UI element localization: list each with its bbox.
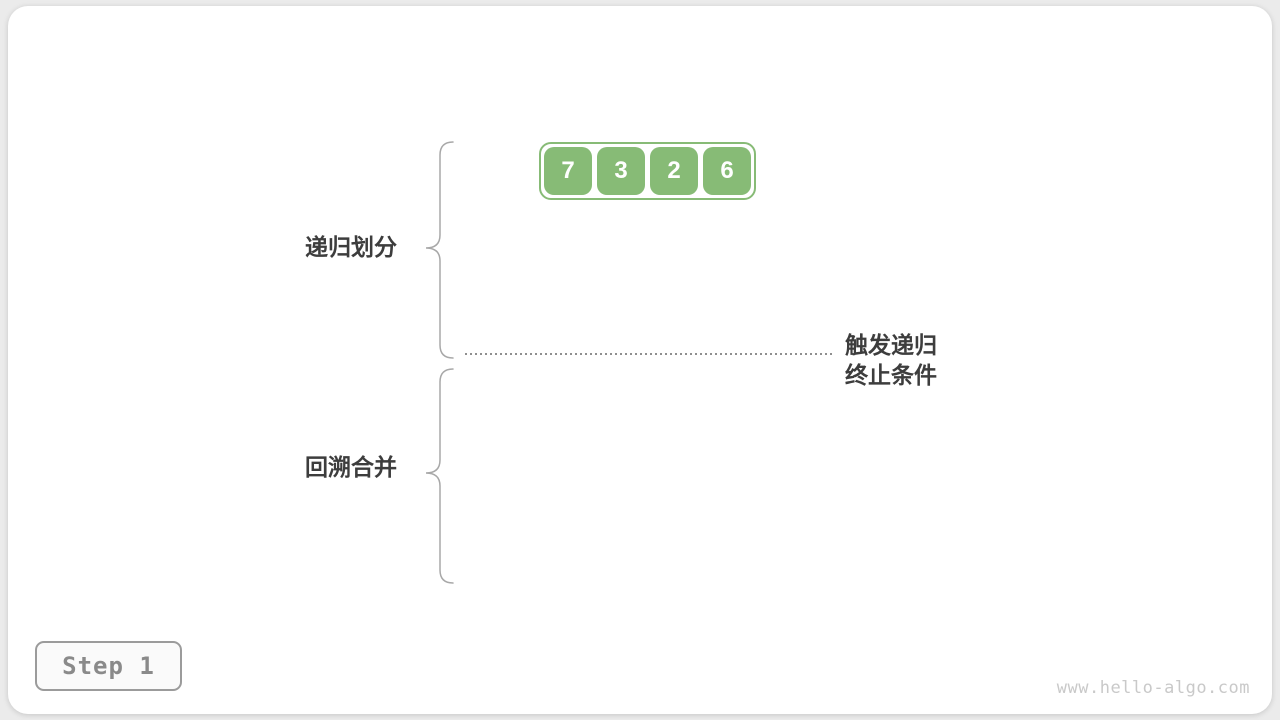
label-recursive-divide: 递归划分 [305, 234, 397, 260]
array-container: 7 3 2 6 [539, 142, 756, 200]
label-backtrack-merge: 回溯合并 [305, 454, 397, 480]
array-cell: 7 [544, 147, 592, 195]
termination-dotted-line [465, 353, 835, 355]
figure-card: 7 3 2 6 递归划分 回溯合并 触发递归 终止条件 Step 1 www.h… [8, 6, 1272, 714]
step-badge: Step 1 [35, 641, 182, 691]
array-cell: 3 [597, 147, 645, 195]
brace-backtrack-merge [425, 368, 454, 584]
array-cell: 6 [703, 147, 751, 195]
array-cell: 2 [650, 147, 698, 195]
watermark-url: www.hello-algo.com [1056, 678, 1250, 698]
label-termination-line2: 终止条件 [845, 362, 937, 388]
label-termination-line1: 触发递归 [845, 332, 937, 358]
brace-recursive-divide [425, 141, 454, 359]
label-termination-condition: 触发递归 终止条件 [845, 330, 937, 390]
